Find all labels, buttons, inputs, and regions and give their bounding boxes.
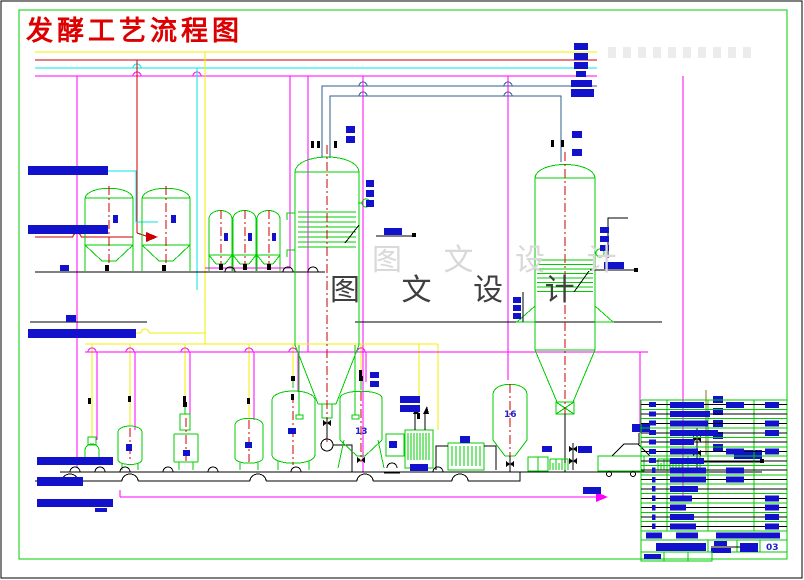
tank-13: 13 [338,376,384,468]
watermark-echo: 图 文 设 计 [372,243,633,278]
sheet-number: 03 [766,543,779,553]
drain-line-magenta [120,490,608,502]
bottom-pipe-rails [85,344,648,440]
pump-symbols [70,267,443,472]
fermenter-2 [517,140,638,472]
seed-tanks [85,186,190,271]
watermark: 图 文 设 计 图 文 设 计 [330,243,633,308]
tank16-label: 16 [504,410,517,420]
tank-16: 16 [493,384,527,472]
title-block-footer: 03 [641,531,787,561]
fermenter-1 [287,141,416,472]
scan-artifacts [608,47,751,58]
title-block-table [641,400,787,531]
redacted-labels [28,43,762,512]
bottom-vessel-row [85,376,315,470]
drawing-title: 发酵工艺流程图 [25,15,243,47]
tank13-label: 13 [355,427,368,437]
utility-pipe-rails [35,52,597,76]
small-tank-battery [205,210,290,271]
watermark-text: 图 文 设 计 [330,273,591,308]
